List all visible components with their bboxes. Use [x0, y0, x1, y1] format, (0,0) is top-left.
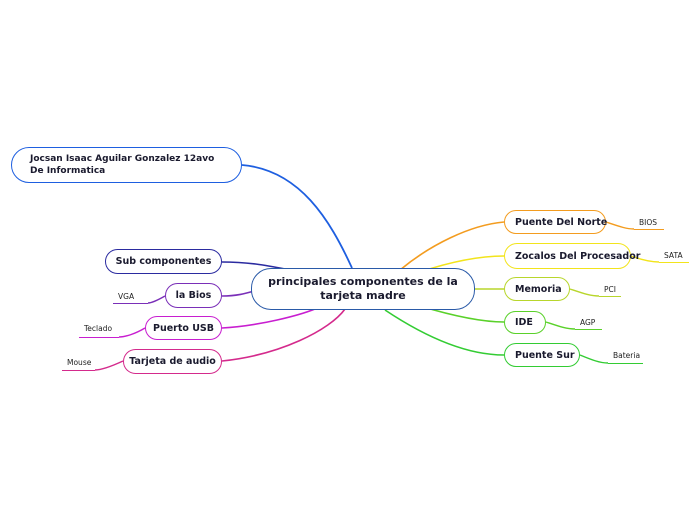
node-memoria[interactable]: Memoria: [504, 277, 570, 301]
node-label: la Bios: [175, 290, 212, 301]
leaf-vga: VGA: [118, 292, 135, 301]
node-zocalos-del-procesador[interactable]: Zocalos Del Procesador: [504, 243, 640, 269]
leaf-bios: BIOS: [639, 218, 658, 227]
leaf-underline: [599, 296, 621, 297]
node-label: IDE: [515, 317, 533, 328]
author-node[interactable]: Jocsan Isaac Aguilar Gonzalez 12avo De I…: [11, 147, 242, 183]
link-leaf-agp: [545, 321, 576, 330]
leaf-bateria: Bateria: [613, 351, 641, 360]
link-leaf-teclado: [118, 327, 146, 338]
link-author: [241, 164, 353, 269]
leaf-underline: [79, 337, 119, 338]
node-puerto-usb[interactable]: Puerto USB: [145, 316, 222, 340]
link-puente-sur: [384, 309, 505, 356]
leaf-sata: SATA: [664, 251, 683, 260]
leaf-mouse: Mouse: [67, 358, 92, 367]
leaf-underline: [113, 303, 148, 304]
node-label: Memoria: [515, 283, 562, 295]
leaf-underline: [575, 329, 602, 330]
node-ide[interactable]: IDE: [504, 311, 546, 334]
node-label: Sub componentes: [115, 256, 212, 267]
link-leaf-bateria: [579, 354, 609, 364]
node-label: Tarjeta de audio: [129, 356, 216, 367]
link-leaf-mouse: [94, 360, 124, 371]
link-leaf-vga: [147, 295, 166, 304]
link-tarjeta-de-audio: [221, 308, 346, 362]
leaf-underline: [62, 370, 95, 371]
link-leaf-bios: [605, 221, 635, 230]
node-label: Puerto USB: [152, 322, 215, 334]
link-leaf-sata: [630, 255, 660, 263]
author-label: Jocsan Isaac Aguilar Gonzalez 12avo De I…: [30, 153, 215, 177]
node-sub-componentes[interactable]: Sub componentes: [105, 249, 222, 274]
leaf-underline: [634, 229, 664, 230]
node-label: Puente Del Norte: [515, 216, 608, 228]
leaf-teclado: Teclado: [84, 324, 113, 333]
leaf-agp: AGP: [580, 318, 596, 327]
leaf-underline: [608, 363, 643, 364]
central-topic-label: principales componentes de la tarjeta ma…: [268, 275, 458, 302]
central-topic-node[interactable]: principales componentes de la tarjeta ma…: [251, 268, 475, 310]
node-puente-del-norte[interactable]: Puente Del Norte: [504, 210, 608, 234]
link-puente-del-norte: [399, 221, 505, 271]
node-la-bios[interactable]: la Bios: [165, 283, 222, 308]
link-puerto-usb: [221, 308, 316, 329]
leaf-underline: [659, 262, 689, 263]
node-puente-sur[interactable]: Puente Sur: [504, 343, 580, 367]
node-label: Puente Sur: [515, 349, 575, 361]
leaf-pci: PCI: [604, 285, 616, 294]
node-label: Zocalos Del Procesador: [515, 250, 641, 262]
node-tarjeta-de-audio[interactable]: Tarjeta de audio: [123, 349, 222, 374]
link-leaf-pci: [569, 288, 600, 297]
